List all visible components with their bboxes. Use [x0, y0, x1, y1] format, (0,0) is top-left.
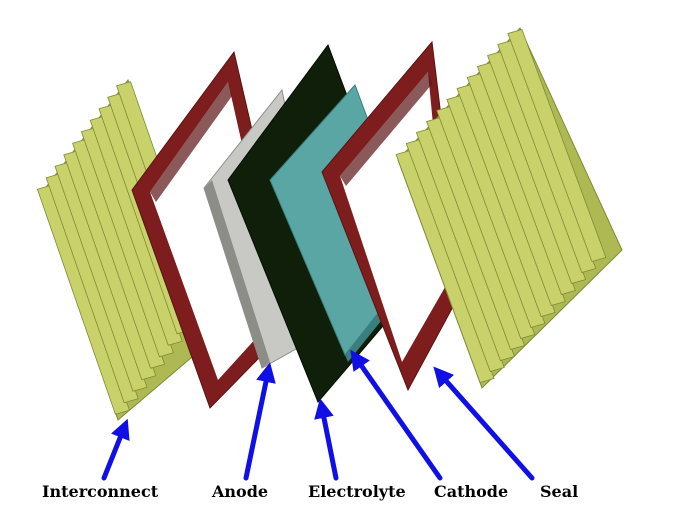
arrow-cathode — [350, 349, 443, 481]
right-interconnect-ridge — [395, 150, 495, 383]
left-interconnect-ridge — [63, 150, 157, 381]
right-interconnect-ridge — [446, 95, 546, 328]
right-interconnect-ridge — [466, 73, 566, 306]
arrow-anode — [243, 362, 276, 481]
left-interconnect-ridge — [89, 115, 183, 346]
left-interconnect-ridge — [72, 138, 166, 369]
right-interconnect-ridge — [405, 139, 505, 372]
right-interconnect-ridge — [436, 106, 536, 339]
right-interconnect-ridges — [395, 29, 607, 383]
arrow-interconnect — [101, 418, 130, 481]
right-interconnect-ridge — [415, 128, 515, 361]
arrow-seal — [433, 366, 535, 481]
pointer-arrows — [101, 349, 535, 481]
label-seal: Seal — [540, 482, 579, 501]
label-electrolyte: Electrolyte — [308, 482, 406, 501]
label-cathode: Cathode — [434, 482, 509, 501]
right-interconnect-ridge — [487, 51, 587, 284]
right-interconnect-ridge — [426, 117, 526, 350]
label-interconnect: Interconnect — [42, 482, 159, 501]
arrow-electrolyte — [314, 398, 339, 481]
left-interconnect-ridge — [54, 161, 148, 392]
left-interconnect-ridge — [36, 184, 130, 415]
right-interconnect-ridge — [507, 29, 607, 262]
right-interconnect-ridge — [456, 84, 556, 317]
left-interconnect-ridge — [80, 127, 174, 358]
left-interconnect-ridge — [45, 173, 139, 404]
right-interconnect-ridge — [497, 40, 597, 273]
right-interconnect — [395, 27, 623, 389]
right-interconnect-ridge — [476, 62, 576, 295]
label-anode: Anode — [212, 482, 269, 501]
